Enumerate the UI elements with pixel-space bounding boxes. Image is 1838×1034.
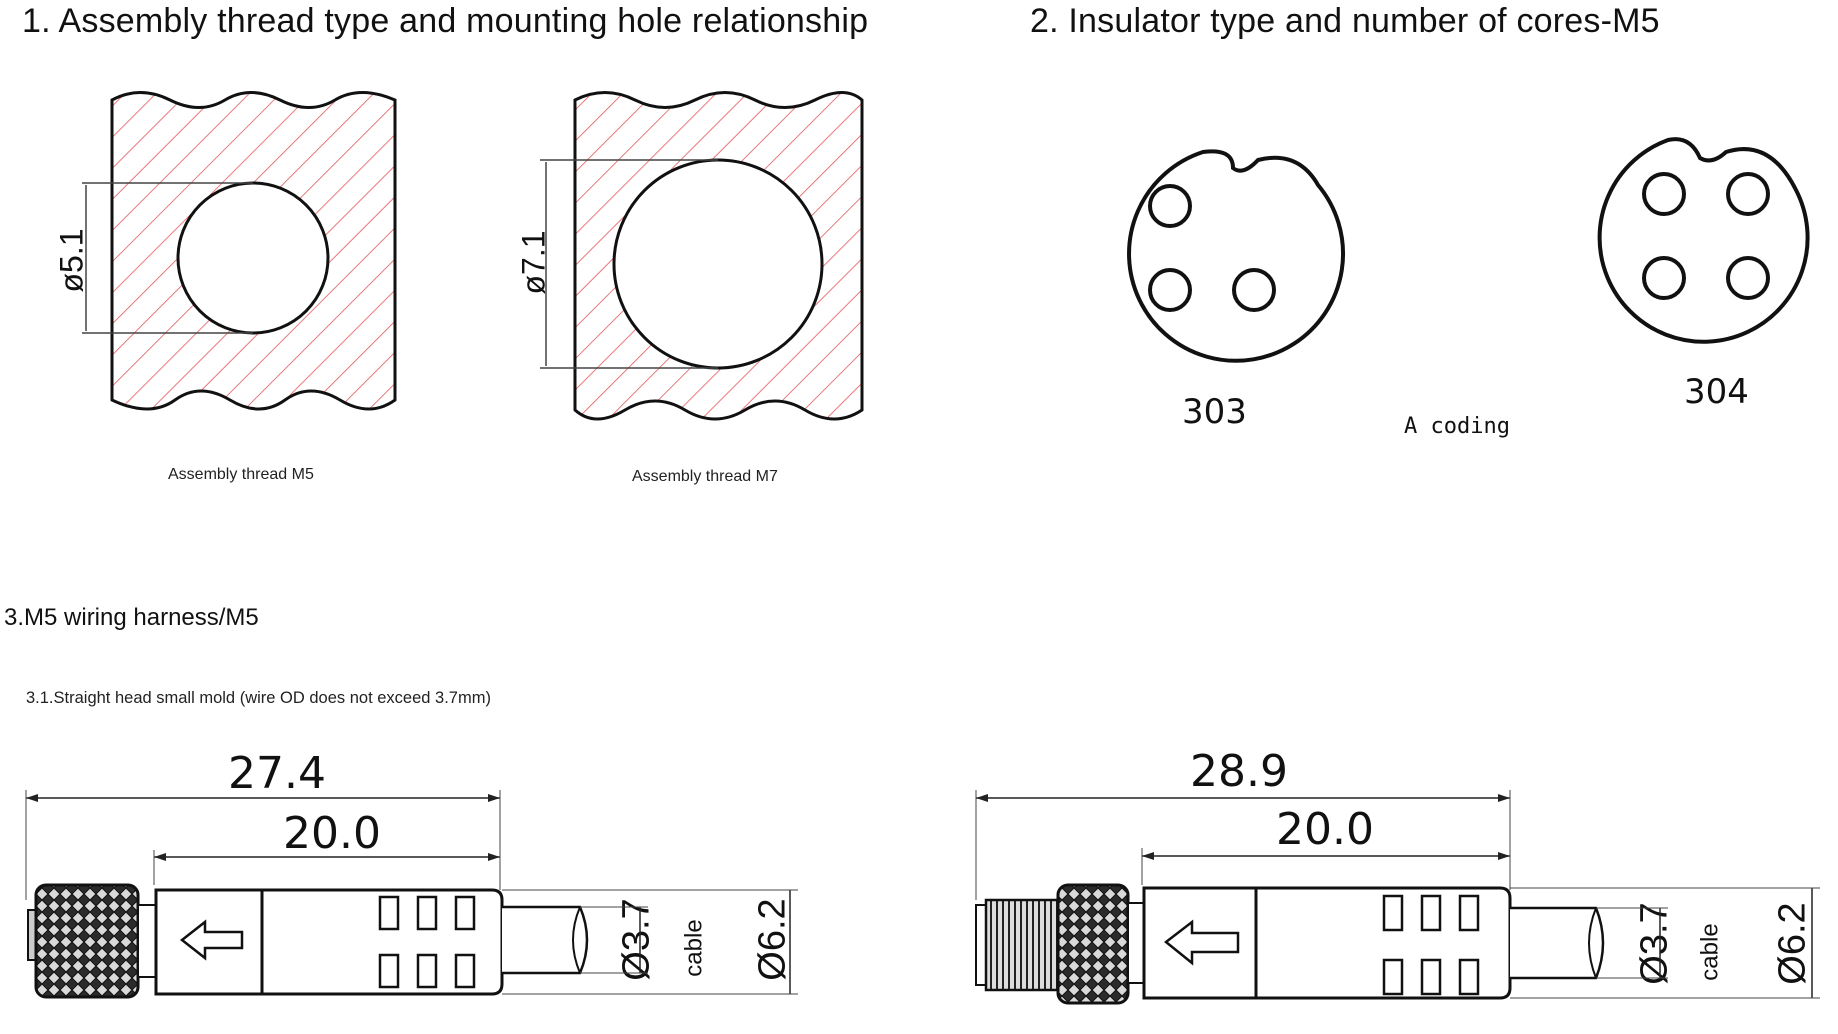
section-3-title: 3.M5 wiring harness/M5 [4, 604, 259, 631]
insulator-303-diagram [1127, 149, 1346, 363]
insulator-304-diagram [1597, 137, 1810, 344]
harness-right-drawing [975, 790, 1820, 1005]
section-1-title: 1. Assembly thread type and mounting hol… [22, 2, 869, 40]
thread-m5-caption: Assembly thread M5 [168, 466, 314, 483]
harness-right-body-dim: 20.0 [1276, 804, 1374, 855]
insulator-304-label: 304 [1684, 372, 1749, 412]
insulator-303-label: 303 [1182, 392, 1247, 432]
harness-left-overall-dim: 27.4 [228, 748, 326, 799]
harness-left-drawing [25, 790, 798, 999]
thread-m7-block [540, 91, 864, 421]
harness-right-overall-dim: 28.9 [1190, 746, 1288, 797]
harness-left-body-dim: 20.0 [283, 808, 381, 859]
a-coding-label: A coding [1404, 414, 1510, 439]
thread-m7-hole [612, 158, 824, 370]
section-3-1-title: 3.1.Straight head small mold (wire OD do… [26, 689, 491, 707]
thread-m5-block [82, 91, 397, 411]
section-2-title: 2. Insulator type and number of cores-M5 [1030, 2, 1660, 40]
thread-m5-hole [176, 181, 330, 335]
thread-m7-caption: Assembly thread M7 [632, 468, 778, 485]
